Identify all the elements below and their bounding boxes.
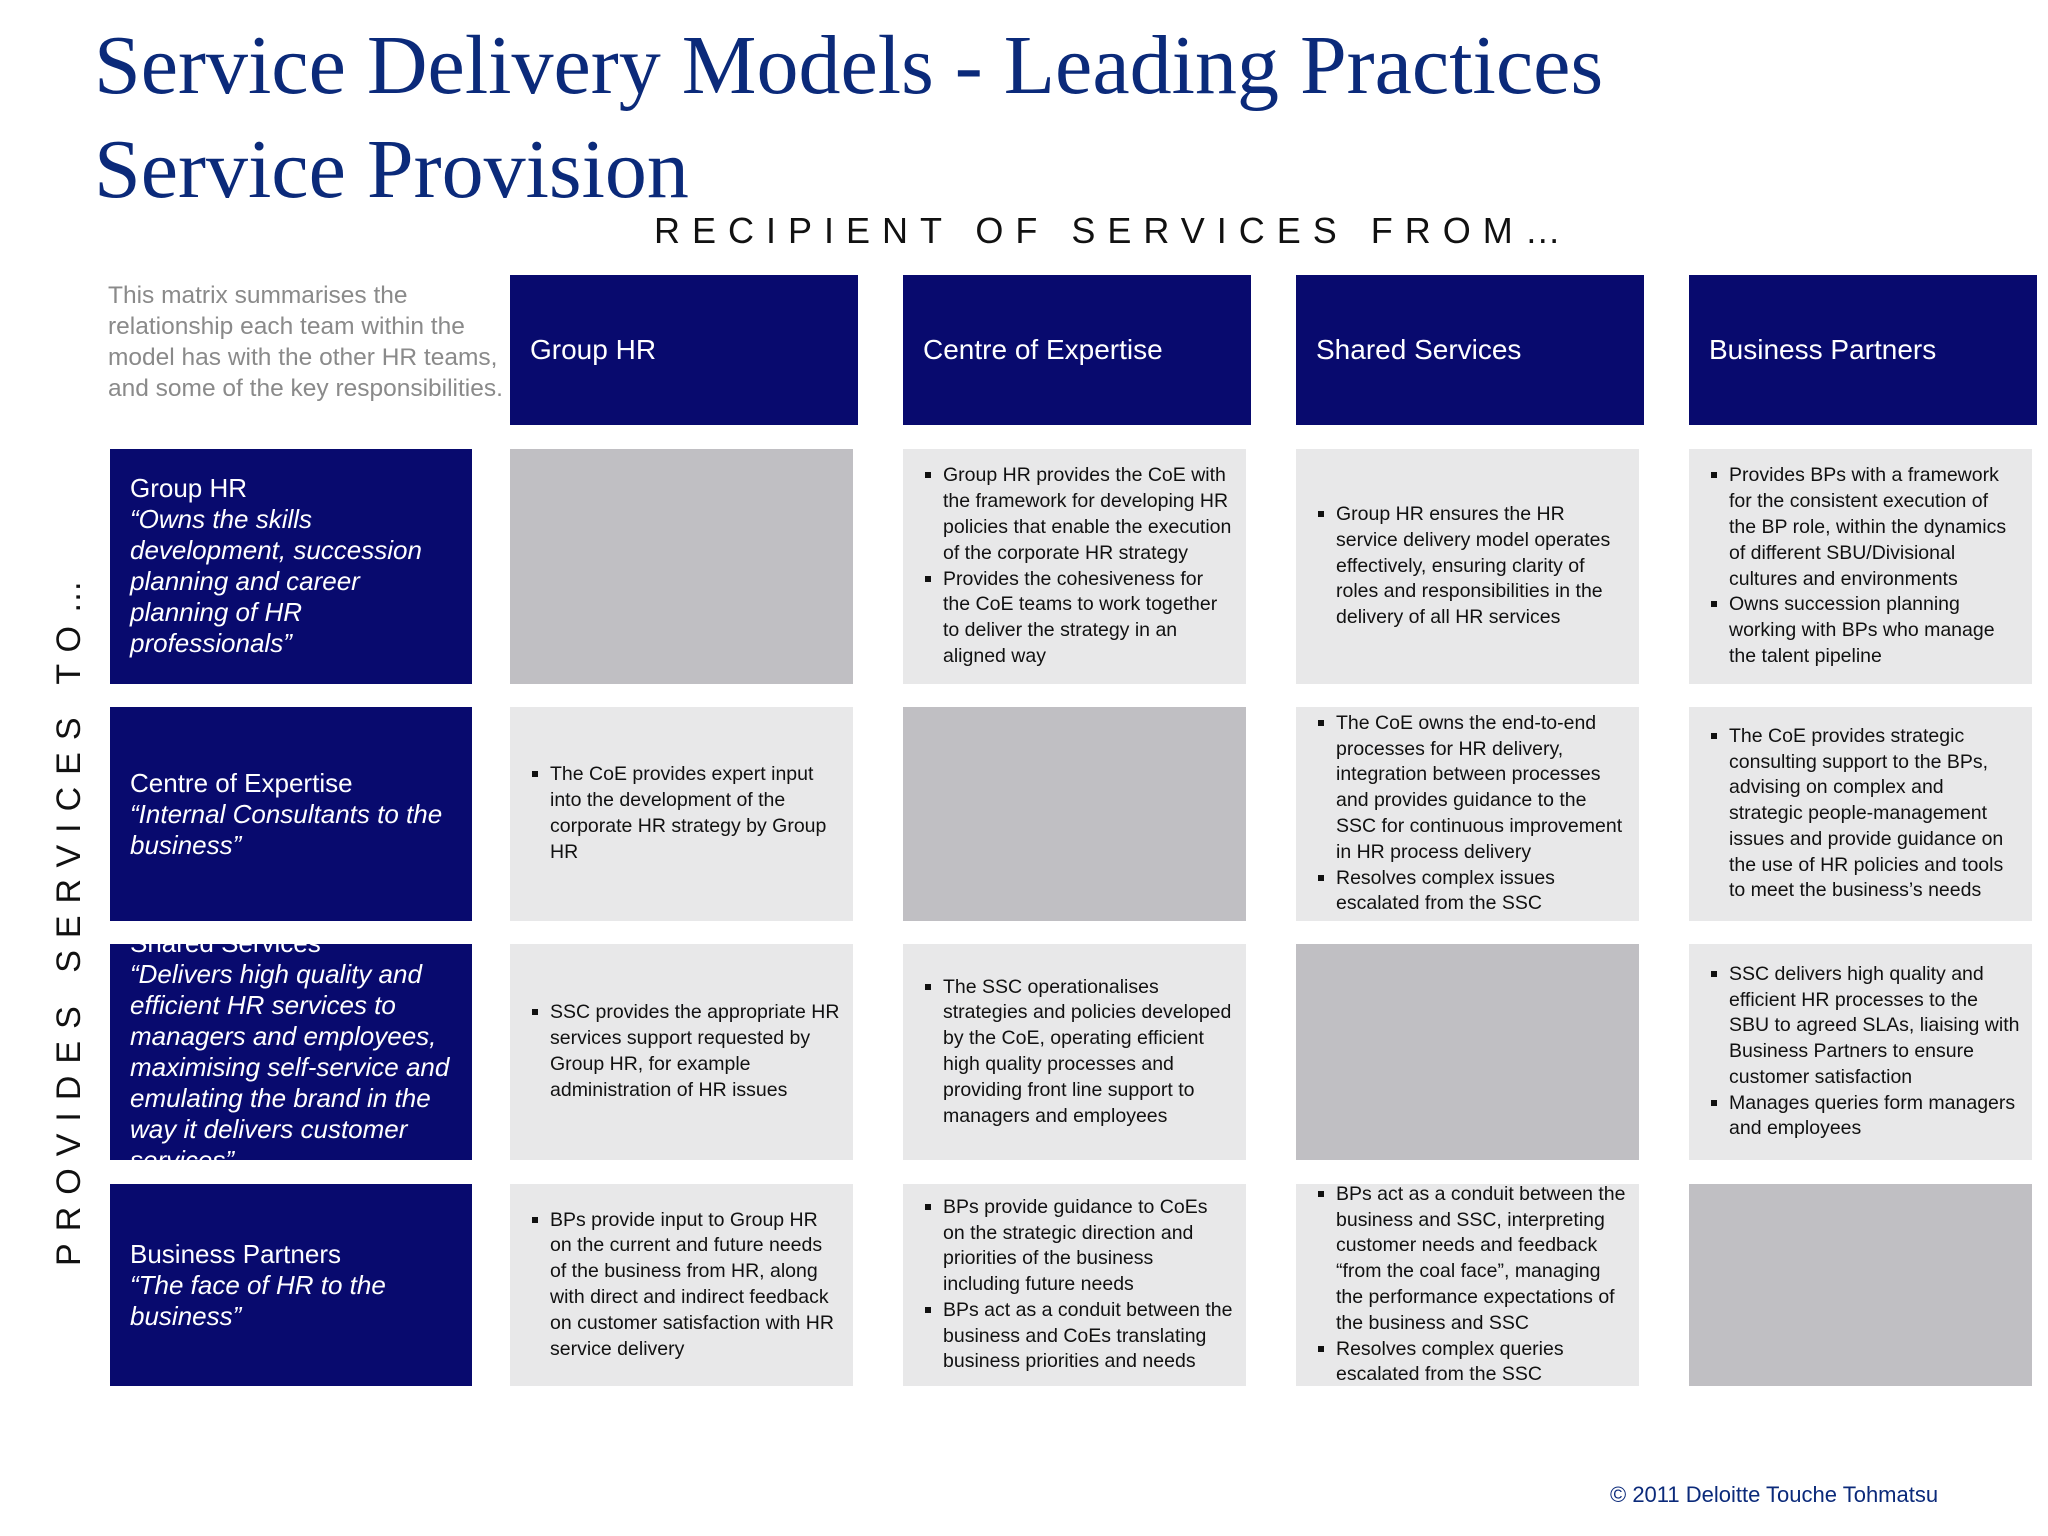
matrix-cell-business-partners-to-group-hr: BPs provide input to Group HR on the cur… xyxy=(510,1184,853,1386)
bullet-item: SSC provides the appropriate HR services… xyxy=(530,1000,841,1103)
row-header-business-partners: Business Partners “The face of HR to the… xyxy=(110,1184,472,1386)
row-header-quote: “Delivers high quality and efficient HR … xyxy=(130,959,450,1160)
matrix-cell-coe-to-business-partners: The CoE provides strategic consulting su… xyxy=(1689,707,2032,921)
bullet-item: Group HR ensures the HR service delivery… xyxy=(1316,502,1627,631)
row-header-title: Centre of Expertise xyxy=(130,767,353,798)
row-header-shared-services: Shared Services “Delivers high quality a… xyxy=(110,944,472,1160)
bullet-list: Group HR provides the CoE with the frame… xyxy=(923,463,1234,669)
bullet-item: SSC delivers high quality and efficient … xyxy=(1709,962,2020,1091)
row-header-quote: “Owns the skills development, succession… xyxy=(130,504,422,658)
matrix-cell-business-partners-to-coe: BPs provide guidance to CoEs on the stra… xyxy=(903,1184,1246,1386)
column-header-centre-of-expertise: Centre of Expertise xyxy=(903,275,1251,425)
bullet-list: BPs provide input to Group HR on the cur… xyxy=(530,1208,841,1363)
row-header-title: Group HR xyxy=(130,473,248,503)
copyright-notice: © 2011 Deloitte Touche Tohmatsu xyxy=(1610,1482,1939,1507)
title-line-2: Service Provision xyxy=(94,123,689,216)
bullet-list: BPs act as a conduit between the busines… xyxy=(1316,1184,1627,1386)
recipient-axis-label: RECIPIENT OF SERVICES FROM… xyxy=(654,210,1573,251)
bullet-list: Group HR ensures the HR service delivery… xyxy=(1316,502,1627,631)
matrix-cell-coe-to-shared-services: The CoE owns the end-to-end processes fo… xyxy=(1296,707,1639,921)
bullet-item: The CoE owns the end-to-end processes fo… xyxy=(1316,711,1627,866)
matrix-cell-coe-to-coe xyxy=(903,707,1246,921)
bullet-list: The SSC operationalises strategies and p… xyxy=(923,975,1234,1130)
bullet-list: Provides BPs with a framework for the co… xyxy=(1709,463,2020,669)
bullet-item: The SSC operationalises strategies and p… xyxy=(923,975,1234,1130)
bullet-list: The CoE provides expert input into the d… xyxy=(530,762,841,865)
bullet-list: SSC provides the appropriate HR services… xyxy=(530,1000,841,1103)
column-header-group-hr: Group HR xyxy=(510,275,858,425)
bullet-list: The CoE owns the end-to-end processes fo… xyxy=(1316,711,1627,917)
bullet-item: Manages queries form managers and employ… xyxy=(1709,1091,2020,1143)
intro-text: This matrix summarises the relationship … xyxy=(108,282,503,402)
matrix-cell-shared-services-to-shared-services xyxy=(1296,944,1639,1160)
bullet-item: The CoE provides strategic consulting su… xyxy=(1709,724,2020,905)
bullet-item: Group HR provides the CoE with the frame… xyxy=(923,463,1234,566)
bullet-list: SSC delivers high quality and efficient … xyxy=(1709,962,2020,1143)
row-header-title: Shared Services xyxy=(130,944,454,959)
provides-axis-label: PROVIDES SERVICES TO… xyxy=(50,568,88,1266)
bullet-item: The CoE provides expert input into the d… xyxy=(530,762,841,865)
bullet-item: Provides the cohesiveness for the CoE te… xyxy=(923,567,1234,670)
matrix-cell-group-hr-to-group-hr xyxy=(510,449,853,684)
row-header-quote: “The face of HR to the business” xyxy=(130,1269,386,1331)
bullet-item: BPs act as a conduit between the busines… xyxy=(1316,1184,1627,1337)
matrix-cell-shared-services-to-coe: The SSC operationalises strategies and p… xyxy=(903,944,1246,1160)
matrix-cell-business-partners-to-business-partners xyxy=(1689,1184,2032,1386)
bullet-item: Resolves complex queries escalated from … xyxy=(1316,1337,1627,1386)
matrix-cell-group-hr-to-business-partners: Provides BPs with a framework for the co… xyxy=(1689,449,2032,684)
bullet-item: BPs provide input to Group HR on the cur… xyxy=(530,1208,841,1363)
bullet-list: BPs provide guidance to CoEs on the stra… xyxy=(923,1195,1234,1376)
matrix-cell-shared-services-to-business-partners: SSC delivers high quality and efficient … xyxy=(1689,944,2032,1160)
page-title: Service Delivery Models - Leading Practi… xyxy=(94,14,1894,222)
bullet-item: Provides BPs with a framework for the co… xyxy=(1709,463,2020,592)
column-header-business-partners: Business Partners xyxy=(1689,275,2037,425)
bullet-item: Owns succession planning working with BP… xyxy=(1709,592,2020,669)
bullet-item: BPs provide guidance to CoEs on the stra… xyxy=(923,1195,1234,1298)
bullet-list: The CoE provides strategic consulting su… xyxy=(1709,724,2020,905)
matrix-cell-business-partners-to-shared-services: BPs act as a conduit between the busines… xyxy=(1296,1184,1639,1386)
bullet-item: Resolves complex issues escalated from t… xyxy=(1316,866,1627,918)
matrix-cell-group-hr-to-coe: Group HR provides the CoE with the frame… xyxy=(903,449,1246,684)
row-header-title: Business Partners xyxy=(130,1238,341,1269)
matrix-cell-shared-services-to-group-hr: SSC provides the appropriate HR services… xyxy=(510,944,853,1160)
title-line-1: Service Delivery Models - Leading Practi… xyxy=(94,19,1604,112)
column-header-shared-services: Shared Services xyxy=(1296,275,1644,425)
matrix-cell-group-hr-to-shared-services: Group HR ensures the HR service delivery… xyxy=(1296,449,1639,684)
bullet-item: BPs act as a conduit between the busines… xyxy=(923,1298,1234,1375)
row-header-centre-of-expertise: Centre of Expertise “Internal Consultant… xyxy=(110,707,472,921)
matrix-cell-coe-to-group-hr: The CoE provides expert input into the d… xyxy=(510,707,853,921)
row-header-quote: “Internal Consultants to the business” xyxy=(130,798,443,860)
row-header-group-hr: Group HR “Owns the skills development, s… xyxy=(110,449,472,684)
